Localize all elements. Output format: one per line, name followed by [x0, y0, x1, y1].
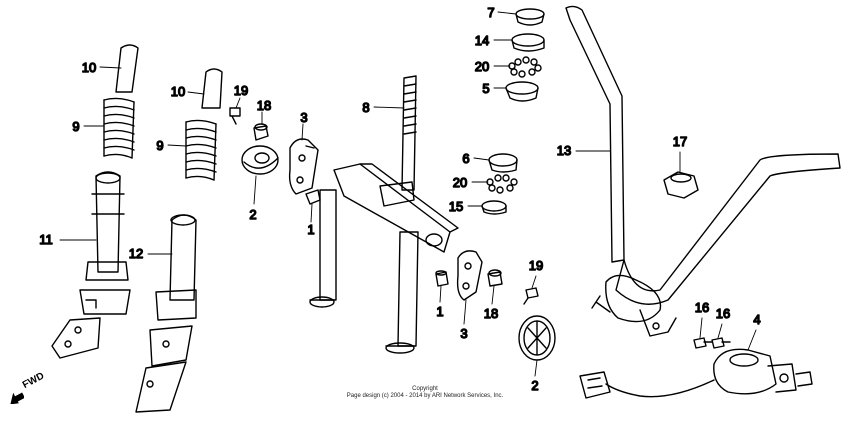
under-bracket — [333, 163, 451, 253]
fork-leg-12 — [135, 68, 223, 413]
fork-bottom-right — [135, 361, 187, 413]
nut-1-upper — [305, 189, 321, 205]
bearing-stack-top — [505, 8, 545, 102]
callout-15: 15 — [449, 199, 463, 214]
bracket-3-upper — [288, 138, 319, 195]
nut-18-lower — [487, 269, 503, 287]
connector-plug — [579, 371, 611, 399]
dust-seal-2-upper — [241, 145, 279, 175]
cone-14 — [511, 33, 545, 47]
callout-6: 6 — [462, 151, 469, 166]
copyright-title: Copyright — [412, 386, 438, 392]
fork-seal-right — [155, 289, 197, 321]
callout-16-a: 16 — [695, 300, 709, 315]
fork-tube-upper-left — [95, 171, 121, 273]
callout-9-right: 9 — [156, 138, 163, 153]
ignition-switch-4 — [579, 348, 813, 399]
callout-14: 14 — [475, 33, 489, 48]
callout-4: 4 — [753, 312, 760, 327]
fork-cap-10-right — [201, 68, 223, 109]
nut-17 — [663, 171, 699, 199]
callout-1-upper: 1 — [307, 222, 314, 237]
reflector-2-lower — [518, 315, 556, 361]
fork-seal-left — [85, 261, 129, 281]
bolt-19-lower — [523, 287, 539, 305]
screw-16-a — [693, 337, 713, 349]
forward-arrow-icon — [10, 392, 24, 404]
fork-spring-9-left — [103, 97, 135, 159]
bolt-19-upper — [229, 107, 241, 125]
lock-nut-7 — [515, 8, 545, 20]
callout-11: 11 — [39, 232, 53, 247]
fork-bottom-left — [51, 317, 101, 359]
copyright-text: Page design (c) 2004 - 2014 by ARI Netwo… — [346, 393, 504, 399]
callout-18-upper: 18 — [257, 98, 271, 113]
steel-balls-20-top — [508, 56, 542, 78]
nut-18-upper — [253, 123, 269, 141]
leader-lines — [59, 11, 757, 377]
callout-8: 8 — [362, 100, 369, 115]
callout-19-upper: 19 — [234, 83, 248, 98]
race-5 — [505, 81, 539, 95]
nut-1-lower — [435, 270, 449, 287]
callout-labels: 10 10 9 9 11 12 19 18 3 2 1 8 7 14 20 5 … — [39, 4, 762, 393]
steel-balls-20-bottom — [486, 174, 518, 194]
cone-15 — [481, 200, 507, 212]
callout-16-b: 16 — [716, 306, 730, 321]
callout-20-bottom: 20 — [453, 175, 467, 190]
callout-17: 17 — [673, 134, 687, 149]
bearing-stack-bottom — [481, 153, 518, 215]
fork-leg-11 — [51, 44, 139, 359]
callout-12: 12 — [129, 246, 143, 261]
callout-2-lower: 2 — [531, 378, 538, 393]
forward-direction-indicator: FWD — [4, 371, 66, 408]
fork-spring-9-right — [185, 119, 217, 181]
race-6 — [488, 153, 518, 167]
callout-7: 7 — [487, 5, 494, 20]
copyright-notice: Copyright Page design (c) 2004 - 2014 by… — [330, 386, 520, 400]
callout-1-lower: 1 — [436, 304, 443, 319]
callout-18-lower: 18 — [484, 306, 498, 321]
callout-3-lower: 3 — [460, 326, 467, 341]
handlebar-13 — [565, 5, 841, 337]
callout-10-left: 10 — [82, 60, 96, 75]
callout-9-left: 9 — [72, 119, 79, 134]
callout-3-upper: 3 — [300, 110, 307, 125]
fork-tube-upper-right — [169, 214, 197, 301]
callout-13: 13 — [557, 143, 571, 158]
handlebar-clamp — [605, 274, 662, 323]
fork-cap-10-left — [115, 44, 139, 93]
callout-10-right: 10 — [171, 84, 185, 99]
steering-stem-8 — [309, 75, 459, 354]
callout-19-lower: 19 — [529, 258, 543, 273]
callout-20-top: 20 — [475, 59, 489, 74]
callout-2-upper: 2 — [249, 207, 256, 222]
bracket-3-lower — [456, 250, 483, 301]
screw-16-b — [711, 337, 731, 349]
callout-5: 5 — [482, 81, 489, 96]
